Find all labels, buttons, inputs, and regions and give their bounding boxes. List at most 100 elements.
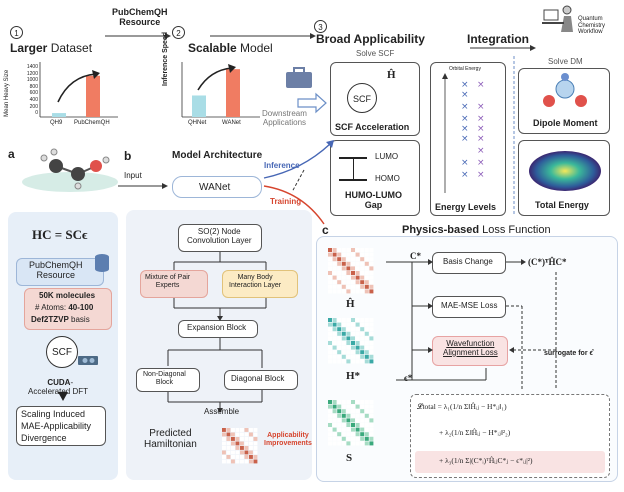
- matrix-cell: [355, 318, 360, 322]
- inference-training-arrows: [263, 140, 334, 225]
- matrix-cell: [337, 413, 342, 418]
- matrix-cell: [231, 428, 235, 432]
- matrix-cell: [346, 266, 351, 271]
- orbital-mark: ×: [477, 134, 485, 144]
- matrix-cell: [328, 280, 332, 285]
- dashed-divider: [513, 56, 515, 216]
- matrix-cell: [346, 280, 351, 285]
- orbital-mark: ×: [477, 80, 485, 90]
- matrix-cell: [351, 336, 355, 341]
- chart1-ytick: 200: [29, 103, 38, 110]
- basis-set: Def2TZVP basis: [31, 315, 90, 324]
- matrix-cell: [369, 275, 374, 280]
- matrix-cell: [360, 427, 365, 432]
- c-transform-label: (C*)ᵀĤC*: [528, 257, 567, 267]
- matrix-cell: [231, 432, 235, 437]
- chart2-bar-qhnet: [192, 95, 206, 117]
- h-star-label: H*: [346, 370, 361, 382]
- loss-line-2: + λ₂(1/n Σ‖Ĥᵢⱼ − H*ᵢⱼ‖²₂): [439, 428, 511, 437]
- matrix-cell: [346, 409, 351, 414]
- dataset-stats-box: 50K molecules # Atoms: 40-100 Def2TZVP b…: [24, 288, 112, 330]
- matrix-cell: [244, 428, 249, 432]
- matrix-cell: [328, 284, 332, 289]
- solve-dm-label: Solve DM: [548, 57, 583, 66]
- matrix-cell: [355, 331, 360, 336]
- matrix-cell: [332, 423, 337, 427]
- c-star-label: C*: [410, 251, 421, 261]
- matrix-cell: [351, 418, 355, 423]
- matrix-cell: [332, 418, 337, 423]
- matrix-cell: [364, 318, 369, 322]
- scaling-divergence-box: Scaling Induced MAE-Applicability Diverg…: [16, 406, 106, 446]
- matrix-cell: [249, 455, 253, 459]
- matrix-cell: [222, 459, 226, 464]
- matrix-cell: [355, 266, 360, 271]
- chart2-xlabel-wanet: WANet: [222, 120, 241, 126]
- matrix-cell: [364, 257, 369, 262]
- matrix-cell: [364, 423, 369, 427]
- homo-lumo-card: LUMO HOMO HUMO-LUMO Gap: [330, 140, 420, 216]
- matrix-cell: [364, 354, 369, 359]
- matrix-cell: [346, 418, 351, 423]
- matrix-cell: [337, 354, 342, 359]
- matrix-cell: [332, 341, 337, 345]
- matrix-cell: [244, 446, 249, 450]
- matrix-cell: [332, 345, 337, 350]
- matrix-cell: [346, 436, 351, 441]
- matrix-cell: [328, 266, 332, 271]
- matrix-cell: [364, 427, 369, 432]
- matrix-cell: [364, 248, 369, 252]
- matrix-cell: [369, 322, 374, 327]
- matrix-cell: [328, 275, 332, 280]
- matrix-cell: [253, 446, 258, 450]
- matrix-cell: [346, 248, 351, 252]
- non-diagonal-label: Non-Diagonal Block: [143, 371, 186, 386]
- matrix-cell: [332, 409, 337, 414]
- matrix-cell: [369, 354, 374, 359]
- matrix-cell: [337, 275, 342, 280]
- matrix-cell: [360, 289, 365, 294]
- matrix-cell: [337, 336, 342, 341]
- matrix-cell: [341, 275, 346, 280]
- matrix-cell: [369, 413, 374, 418]
- matrix-cell: [360, 252, 365, 257]
- loss-line-3: + λ₃(1/n Σ|(C*ᵢ)ᵀĤᵢⱼC*ⱼ − ϵ*ᵢⱼ|²): [439, 456, 533, 465]
- matrix-cell: [328, 318, 332, 322]
- wanet-label: WANet: [199, 182, 231, 193]
- matrix-cell: [346, 261, 351, 266]
- matrix-cell: [332, 275, 337, 280]
- matrix-cell: [341, 359, 346, 364]
- chart2-xlabel-qhnet: QHNet: [188, 120, 207, 126]
- orbital-mark: ×: [461, 114, 469, 124]
- orbital-mark: ×: [461, 158, 469, 168]
- molecules-count: 50K molecules: [39, 291, 96, 300]
- downstream-label: Downstream Applications: [262, 109, 307, 127]
- matrix-cell: [231, 455, 235, 459]
- matrix-cell: [332, 436, 337, 441]
- h-hat-symbol: Ĥ: [387, 69, 396, 81]
- matrix-cell: [351, 280, 355, 285]
- matrix-cell: [355, 271, 360, 275]
- matrix-cell: [369, 257, 374, 262]
- matrix-cell: [249, 441, 253, 446]
- step-1-title: Larger Dataset: [10, 41, 93, 55]
- h-star-matrix: [328, 318, 374, 364]
- gap-arrow: [353, 159, 354, 179]
- matrix-cell: [369, 436, 374, 441]
- matrix-cell: [337, 289, 342, 294]
- matrix-cell: [360, 271, 365, 275]
- matrix-cell: [240, 446, 244, 450]
- matrix-cell: [253, 450, 258, 455]
- matrix-cell: [364, 413, 369, 418]
- expansion-block: Expansion Block: [178, 320, 258, 338]
- matrix-cell: [360, 404, 365, 409]
- s-matrix: [328, 400, 374, 446]
- matrix-cell: [332, 318, 337, 322]
- matrix-cell: [360, 432, 365, 437]
- eps-star-label: ϵ*: [404, 373, 413, 383]
- matrix-cell: [346, 350, 351, 355]
- matrix-cell: [341, 322, 346, 327]
- matrix-cell: [332, 327, 337, 332]
- matrix-cell: [244, 432, 249, 437]
- matrix-cell: [231, 446, 235, 450]
